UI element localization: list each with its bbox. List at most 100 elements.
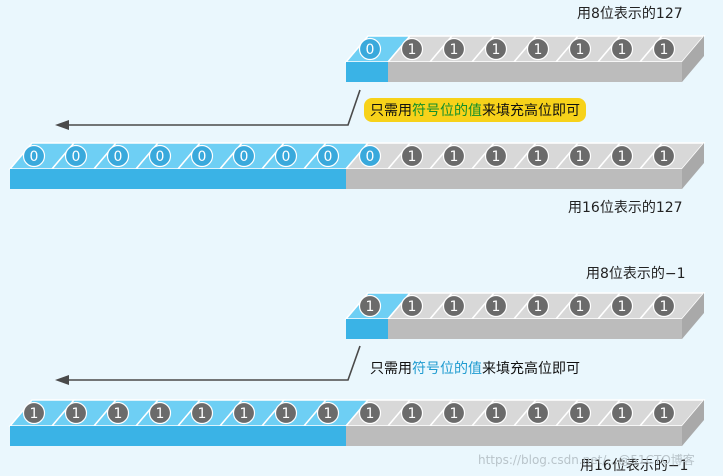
bit-digit: 1 [282, 406, 291, 422]
bit-ball [274, 401, 298, 425]
note-suffix: 来填充高位即可 [482, 103, 580, 119]
bit-digit: 1 [198, 406, 207, 422]
bit-ball [106, 144, 130, 168]
bit-digit: 1 [366, 299, 375, 315]
front-face-gray [346, 169, 682, 189]
bit-ball [358, 144, 382, 168]
bit-ball [484, 144, 508, 168]
bit-ball [652, 37, 676, 61]
bit-digit: 1 [576, 299, 585, 315]
arrow-line [67, 345, 361, 381]
bit-ball [442, 401, 466, 425]
bit-digit: 1 [576, 42, 585, 58]
label-8bit-127: 用8位表示的127 [577, 6, 683, 22]
bit-digit: 0 [324, 149, 333, 165]
bit-ball [22, 401, 46, 425]
bit-ball [148, 401, 172, 425]
front-face-blue [346, 319, 388, 339]
bit-ball [358, 401, 382, 425]
bit-digit: 1 [240, 406, 249, 422]
bit-digit: 1 [450, 42, 459, 58]
bit-ball [526, 294, 550, 318]
front-face-gray [388, 319, 682, 339]
bit-digit: 1 [660, 406, 669, 422]
bit-ball [652, 294, 676, 318]
bit-digit: 0 [282, 149, 291, 165]
bit-ball [148, 144, 172, 168]
bit-ball [316, 144, 340, 168]
bit-ball [232, 401, 256, 425]
bit-digit: 1 [156, 406, 165, 422]
side-face [682, 36, 704, 82]
bit-digit: 0 [240, 149, 249, 165]
arrow-line [67, 89, 361, 126]
bit-digit: 1 [618, 406, 627, 422]
note-sign-extend-2: 只需用符号位的值来填充高位即可 [364, 356, 586, 380]
bit-digit: 1 [534, 42, 543, 58]
bit-digit: 1 [408, 149, 417, 165]
bit-ball [274, 144, 298, 168]
bit-ball [610, 401, 634, 425]
bit-digit: 1 [408, 406, 417, 422]
bit-digit: 0 [72, 149, 81, 165]
bit-ball [610, 37, 634, 61]
bit-digit: 1 [534, 149, 543, 165]
bit-digit: 1 [492, 406, 501, 422]
bit-ball [106, 401, 130, 425]
bit-ball [484, 37, 508, 61]
bit-ball [64, 401, 88, 425]
front-face-blue [10, 169, 346, 189]
bit-digit: 1 [450, 149, 459, 165]
bit-ball [400, 37, 424, 61]
bit-digit: 0 [156, 149, 165, 165]
bit-ball [484, 294, 508, 318]
note-prefix: 只需用 [370, 103, 412, 119]
bit-digit: 1 [408, 42, 417, 58]
bit-digit: 1 [450, 406, 459, 422]
bit-digit: 0 [114, 149, 123, 165]
bit-ball [358, 37, 382, 61]
bit-ball [442, 37, 466, 61]
bit-digit: 1 [618, 149, 627, 165]
bit-ball [190, 401, 214, 425]
watermark: https://blog.csdn.net/…@51CTO博客 [478, 453, 695, 467]
arrow-head [55, 120, 69, 130]
label-8bit-minus-1: 用8位表示的−1 [586, 266, 686, 282]
bit-ball [316, 401, 340, 425]
bit-digit: 0 [30, 149, 39, 165]
side-face [682, 293, 704, 339]
bit-ball [358, 294, 382, 318]
bit-digit: 1 [492, 299, 501, 315]
bit-digit: 1 [492, 149, 501, 165]
bit-digit: 0 [366, 42, 375, 58]
bit-ball [442, 144, 466, 168]
side-face [682, 143, 704, 189]
bit-ball [484, 401, 508, 425]
bit-ball [442, 294, 466, 318]
bit-digit: 0 [198, 149, 207, 165]
bit-digit: 1 [618, 42, 627, 58]
bit-ball [652, 144, 676, 168]
front-face-blue [10, 426, 346, 446]
bit-ball [568, 37, 592, 61]
front-face-blue [346, 62, 388, 82]
note-sign-extend-1: 只需用符号位的值来填充高位即可 [364, 98, 586, 122]
bit-digit: 1 [534, 299, 543, 315]
bit-ball [232, 144, 256, 168]
bit-ball [526, 144, 550, 168]
front-face-gray [346, 426, 682, 446]
bit-ball [568, 401, 592, 425]
bit-digit: 1 [450, 299, 459, 315]
arrow-head [55, 375, 69, 385]
note-accent: 符号位的值 [412, 103, 482, 119]
front-face-gray [388, 62, 682, 82]
sign-extend-arrow [55, 89, 361, 130]
bit-digit: 1 [576, 149, 585, 165]
bit-digit: 0 [366, 149, 375, 165]
bit-ball [400, 144, 424, 168]
